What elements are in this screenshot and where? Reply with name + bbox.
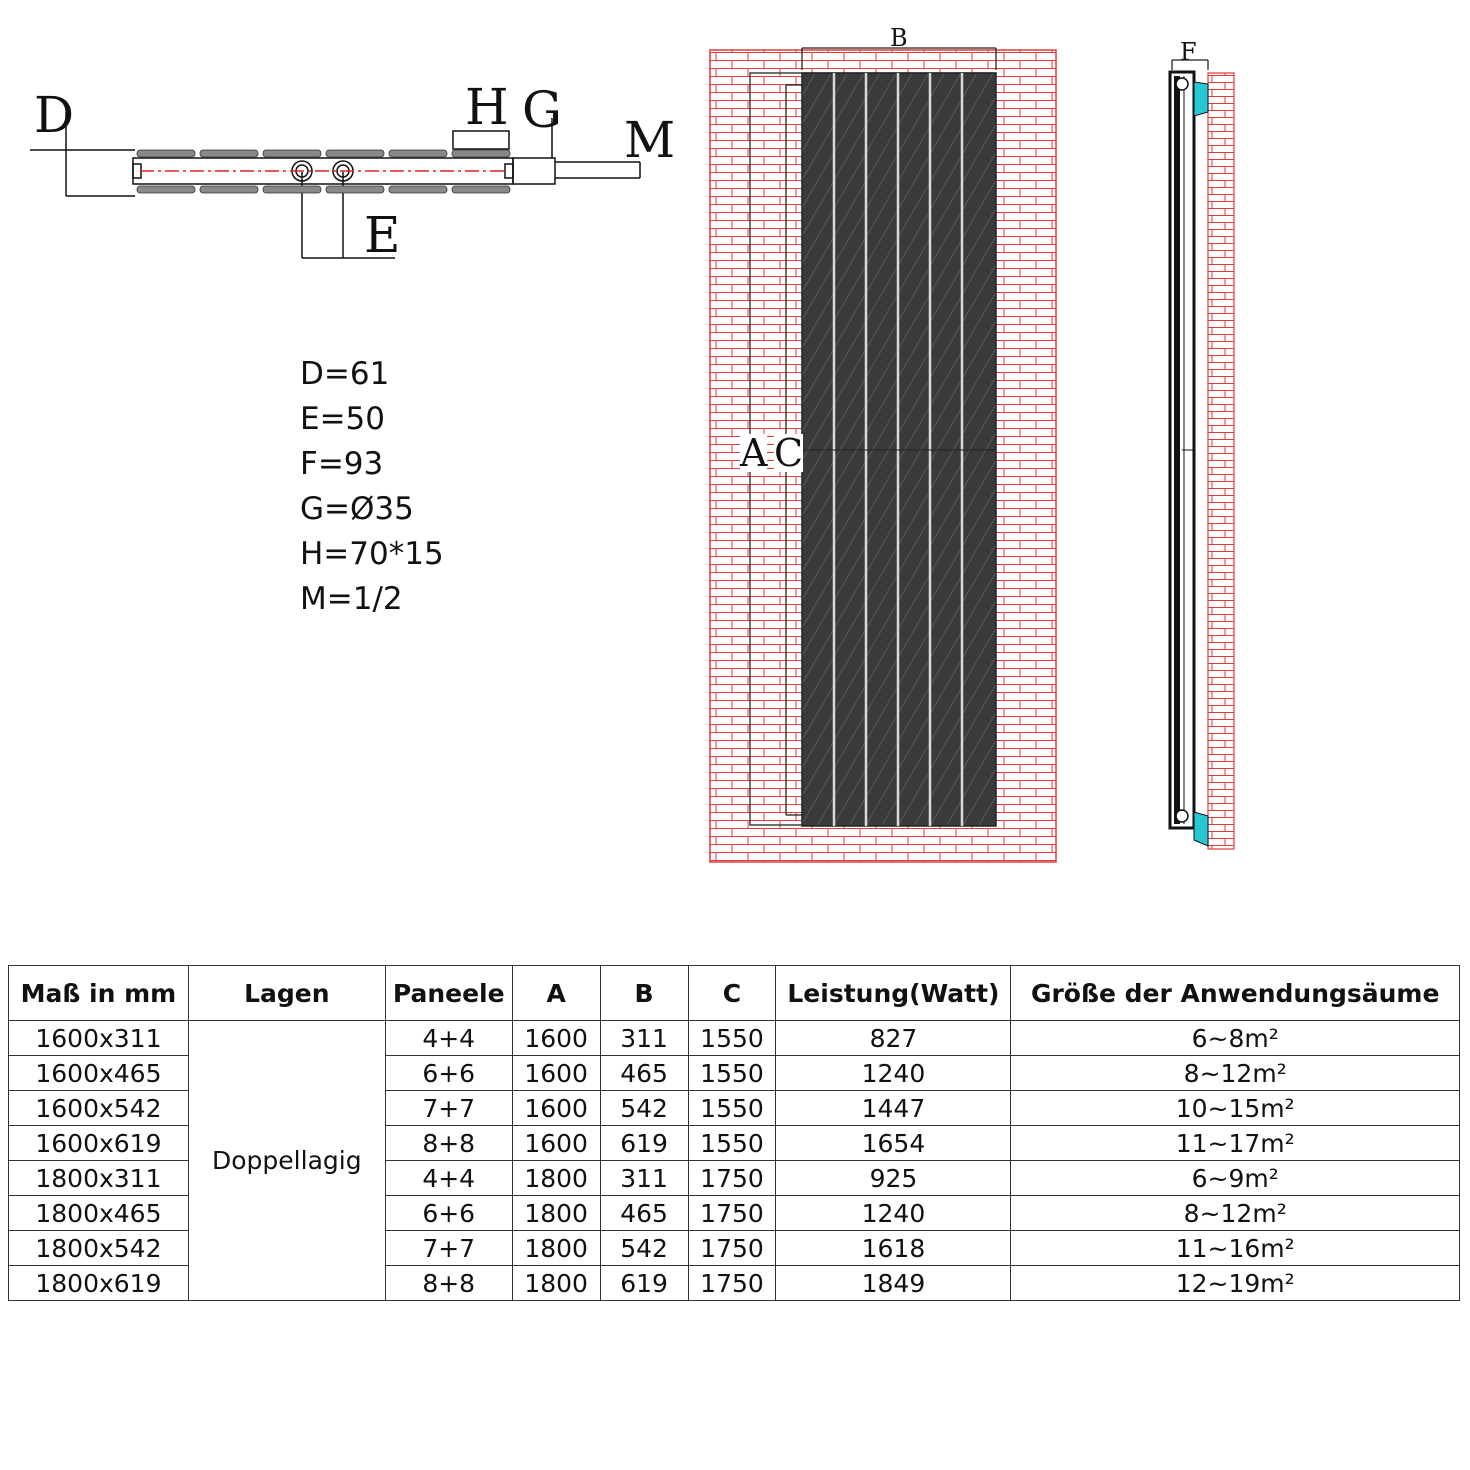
spec-f: F=93 xyxy=(300,446,384,482)
cell-area: 6~8m² xyxy=(1010,1020,1460,1056)
cell-area: 11~16m² xyxy=(1010,1230,1460,1266)
cell-area: 12~19m² xyxy=(1010,1265,1460,1301)
front-view-drawing xyxy=(709,47,1057,863)
cell-leistung: 1240 xyxy=(775,1195,1012,1231)
cell-c: 1550 xyxy=(687,1090,777,1126)
spec-g: G=Ø35 xyxy=(300,491,414,527)
cell-mass: 1800x311 xyxy=(8,1160,189,1196)
cell-a: 1600 xyxy=(511,1125,601,1161)
cell-mass: 1600x311 xyxy=(8,1020,189,1056)
cell-leistung: 1447 xyxy=(775,1090,1012,1126)
cell-b: 465 xyxy=(599,1195,689,1231)
table-row: 1800x465 6+6 1800 465 1750 1240 8~12m² xyxy=(8,1195,1460,1231)
cell-c: 1750 xyxy=(687,1265,777,1301)
cell-leistung: 925 xyxy=(775,1160,1012,1196)
header-paneele: Paneele xyxy=(384,965,513,1021)
label-m: M xyxy=(624,111,676,169)
cell-leistung: 1849 xyxy=(775,1265,1012,1301)
cell-a: 1800 xyxy=(511,1195,601,1231)
cell-mass: 1600x465 xyxy=(8,1055,189,1091)
cell-c: 1550 xyxy=(687,1020,777,1056)
label-g: G xyxy=(522,81,562,139)
label-f: F xyxy=(1180,38,1197,66)
header-leistung: Leistung(Watt) xyxy=(775,965,1012,1021)
bracket-top xyxy=(1193,81,1209,117)
cell-b: 465 xyxy=(599,1055,689,1091)
cell-mass: 1800x619 xyxy=(8,1265,189,1301)
cell-area: 8~12m² xyxy=(1010,1055,1460,1091)
cell-a: 1600 xyxy=(511,1020,601,1056)
cell-leistung: 827 xyxy=(775,1020,1012,1056)
table-row: 1600x465 6+6 1600 465 1550 1240 8~12m² xyxy=(8,1055,1460,1091)
cell-paneele: 6+6 xyxy=(384,1055,513,1091)
table-row: 1800x311 4+4 1800 311 1750 925 6~9m² xyxy=(8,1160,1460,1196)
cell-a: 1600 xyxy=(511,1055,601,1091)
cell-paneele: 6+6 xyxy=(384,1195,513,1231)
spec-h: H=70*15 xyxy=(300,536,444,572)
label-c: C xyxy=(774,431,804,475)
spec-d: D=61 xyxy=(300,356,390,392)
cell-b: 311 xyxy=(599,1160,689,1196)
cell-a: 1800 xyxy=(511,1160,601,1196)
header-b: B xyxy=(599,965,689,1021)
cell-mass: 1600x619 xyxy=(8,1125,189,1161)
cell-a: 1800 xyxy=(511,1230,601,1266)
table-row: 1800x619 8+8 1800 619 1750 1849 12~19m² xyxy=(8,1265,1460,1301)
cell-lagen: Doppellagig xyxy=(187,1020,386,1301)
spec-m: M=1/2 xyxy=(300,581,403,617)
label-b: B xyxy=(890,24,908,52)
table-row: 1600x619 8+8 1600 619 1550 1654 11~17m² xyxy=(8,1125,1460,1161)
cell-area: 11~17m² xyxy=(1010,1125,1460,1161)
cell-c: 1550 xyxy=(687,1055,777,1091)
label-h: H xyxy=(465,78,509,136)
spec-list: D=61 E=50 F=93 G=Ø35 H=70*15 M=1/2 xyxy=(300,352,444,622)
cell-mass: 1800x542 xyxy=(8,1230,189,1266)
cell-c: 1750 xyxy=(687,1160,777,1196)
cell-a: 1800 xyxy=(511,1265,601,1301)
label-d: D xyxy=(34,86,75,144)
cell-leistung: 1618 xyxy=(775,1230,1012,1266)
cell-paneele: 7+7 xyxy=(384,1230,513,1266)
cell-b: 311 xyxy=(599,1020,689,1056)
cell-b: 542 xyxy=(599,1090,689,1126)
cell-paneele: 4+4 xyxy=(384,1020,513,1056)
table-header-row: Maß in mm Lagen Paneele A B C Leistung(W… xyxy=(8,965,1460,1021)
top-view-drawing xyxy=(30,112,641,259)
cell-paneele: 4+4 xyxy=(384,1160,513,1196)
cell-paneele: 8+8 xyxy=(384,1265,513,1301)
cell-paneele: 8+8 xyxy=(384,1125,513,1161)
cell-c: 1750 xyxy=(687,1195,777,1231)
cell-b: 619 xyxy=(599,1125,689,1161)
cell-paneele: 7+7 xyxy=(384,1090,513,1126)
cell-leistung: 1240 xyxy=(775,1055,1012,1091)
cell-b: 542 xyxy=(599,1230,689,1266)
cell-area: 10~15m² xyxy=(1010,1090,1460,1126)
header-lagen: Lagen xyxy=(187,965,386,1021)
side-view-drawing xyxy=(1168,59,1235,850)
header-area: Größe der Anwendungsäume xyxy=(1010,965,1460,1021)
cell-area: 8~12m² xyxy=(1010,1195,1460,1231)
cell-area: 6~9m² xyxy=(1010,1160,1460,1196)
cell-c: 1550 xyxy=(687,1125,777,1161)
table-row: 1600x311 Doppellagig 4+4 1600 311 1550 8… xyxy=(8,1020,1460,1301)
header-mass: Maß in mm xyxy=(8,965,189,1021)
bracket-bottom xyxy=(1193,811,1209,847)
cell-c: 1750 xyxy=(687,1230,777,1266)
side-wall xyxy=(1207,72,1235,850)
cell-a: 1600 xyxy=(511,1090,601,1126)
spec-e: E=50 xyxy=(300,401,386,437)
label-e: E xyxy=(364,206,401,264)
dimension-table: Maß in mm Lagen Paneele A B C Leistung(W… xyxy=(8,965,1460,1301)
header-c: C xyxy=(687,965,777,1021)
header-a: A xyxy=(511,965,601,1021)
label-a: A xyxy=(740,431,768,475)
cell-leistung: 1654 xyxy=(775,1125,1012,1161)
cell-mass: 1800x465 xyxy=(8,1195,189,1231)
cell-mass: 1600x542 xyxy=(8,1090,189,1126)
table-row: 1800x542 7+7 1800 542 1750 1618 11~16m² xyxy=(8,1230,1460,1266)
cell-b: 619 xyxy=(599,1265,689,1301)
